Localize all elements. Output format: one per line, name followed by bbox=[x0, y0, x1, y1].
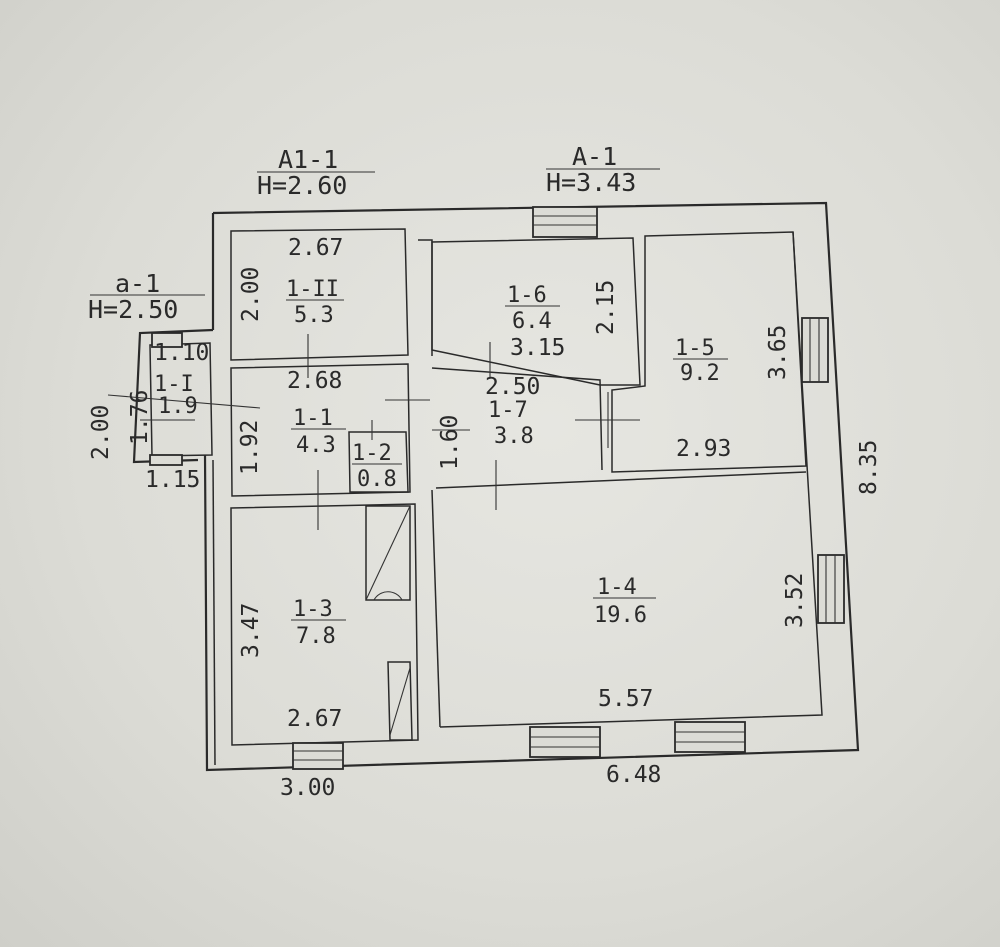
dim-2-00-outer: 2.00 bbox=[88, 405, 114, 460]
dim-1-60: 1.60 bbox=[437, 415, 463, 470]
window-bottom-left bbox=[292, 742, 344, 770]
room-1-I: 1-I 1.9 bbox=[154, 372, 198, 419]
room-1-5: 1-5 9.2 bbox=[673, 336, 728, 386]
block-a1-height: Н=2.60 bbox=[257, 171, 347, 200]
room-area: 6.4 bbox=[512, 309, 552, 334]
room-1-4: 1-4 19.6 bbox=[593, 575, 656, 628]
block-a-small-name: а-1 bbox=[115, 269, 160, 298]
dim-3-47: 3.47 bbox=[238, 603, 264, 658]
window-small-left bbox=[149, 332, 183, 466]
room-area: 7.8 bbox=[296, 624, 336, 649]
room-area: 9.2 bbox=[680, 361, 720, 386]
window-bottom-right bbox=[674, 721, 746, 753]
block-label-a-small: а-1 Н=2.50 bbox=[88, 269, 205, 324]
room-1-6: 1-6 6.4 bbox=[505, 283, 560, 334]
dim-2-67-top: 2.67 bbox=[288, 235, 343, 261]
dim-2-50: 2.50 bbox=[485, 374, 540, 400]
room-id: 1-3 bbox=[293, 597, 333, 622]
room-area: 5.3 bbox=[294, 303, 334, 328]
dim-8-35: 8.35 bbox=[856, 440, 882, 495]
room-id: 1-1 bbox=[293, 406, 333, 431]
room-area: 4.3 bbox=[296, 433, 336, 458]
dim-2-15: 2.15 bbox=[593, 280, 619, 335]
room-area: 1.9 bbox=[158, 394, 198, 419]
dim-3-15: 3.15 bbox=[510, 335, 565, 361]
window-bottom-mid bbox=[529, 726, 601, 758]
room-id: 1-5 bbox=[675, 336, 715, 361]
room-1-II: 1-II 5.3 bbox=[286, 277, 344, 328]
window-top bbox=[532, 206, 598, 238]
window-right-upper bbox=[801, 317, 829, 383]
room-id: 1-II bbox=[286, 277, 339, 302]
fixtures bbox=[107, 334, 640, 741]
block-a-small-height: Н=2.50 bbox=[88, 295, 178, 324]
block-a-height: Н=3.43 bbox=[546, 168, 636, 197]
block-a-name: А-1 bbox=[572, 142, 617, 171]
room-id: 1-6 bbox=[507, 283, 547, 308]
windows bbox=[149, 206, 845, 770]
room-1-3: 1-3 7.8 bbox=[291, 597, 346, 649]
room-id: 1-4 bbox=[597, 575, 637, 600]
room-area: 3.8 bbox=[494, 424, 534, 449]
dim-2-00-room: 2.00 bbox=[238, 267, 264, 322]
room-area: 19.6 bbox=[594, 603, 647, 628]
window-right-lower bbox=[817, 554, 845, 624]
dim-1-10: 1.10 bbox=[154, 340, 209, 366]
dim-1-92: 1.92 bbox=[237, 420, 263, 475]
block-label-a1: А1-1 Н=2.60 bbox=[257, 145, 375, 200]
dimensions: 2.67 3.15 1.10 2.68 2.50 2.93 1.15 2.67 … bbox=[88, 235, 882, 801]
room-id: 1-7 bbox=[488, 398, 528, 423]
dim-1-15: 1.15 bbox=[145, 467, 200, 493]
dim-2-68: 2.68 bbox=[287, 368, 342, 394]
room-1-2: 1-2 0.8 bbox=[352, 441, 402, 492]
block-a1-name: А1-1 bbox=[278, 145, 338, 174]
dim-6-48: 6.48 bbox=[606, 762, 661, 788]
dim-5-57: 5.57 bbox=[598, 686, 653, 712]
block-label-a: А-1 Н=3.43 bbox=[546, 142, 660, 197]
room-1-7: 1-7 3.8 bbox=[488, 398, 534, 449]
dim-1-76: 1.76 bbox=[127, 390, 153, 445]
dim-2-93: 2.93 bbox=[676, 436, 731, 462]
room-area: 0.8 bbox=[357, 467, 397, 492]
dim-3-52: 3.52 bbox=[782, 573, 808, 628]
inner-walls bbox=[149, 228, 823, 766]
dim-2-67-bottom: 2.67 bbox=[287, 706, 342, 732]
room-1-1: 1-1 4.3 bbox=[291, 406, 346, 458]
room-id: 1-2 bbox=[352, 441, 392, 466]
dim-3-65: 3.65 bbox=[765, 325, 791, 380]
room-id: 1-I bbox=[154, 372, 194, 397]
dim-3-00: 3.00 bbox=[280, 775, 335, 801]
